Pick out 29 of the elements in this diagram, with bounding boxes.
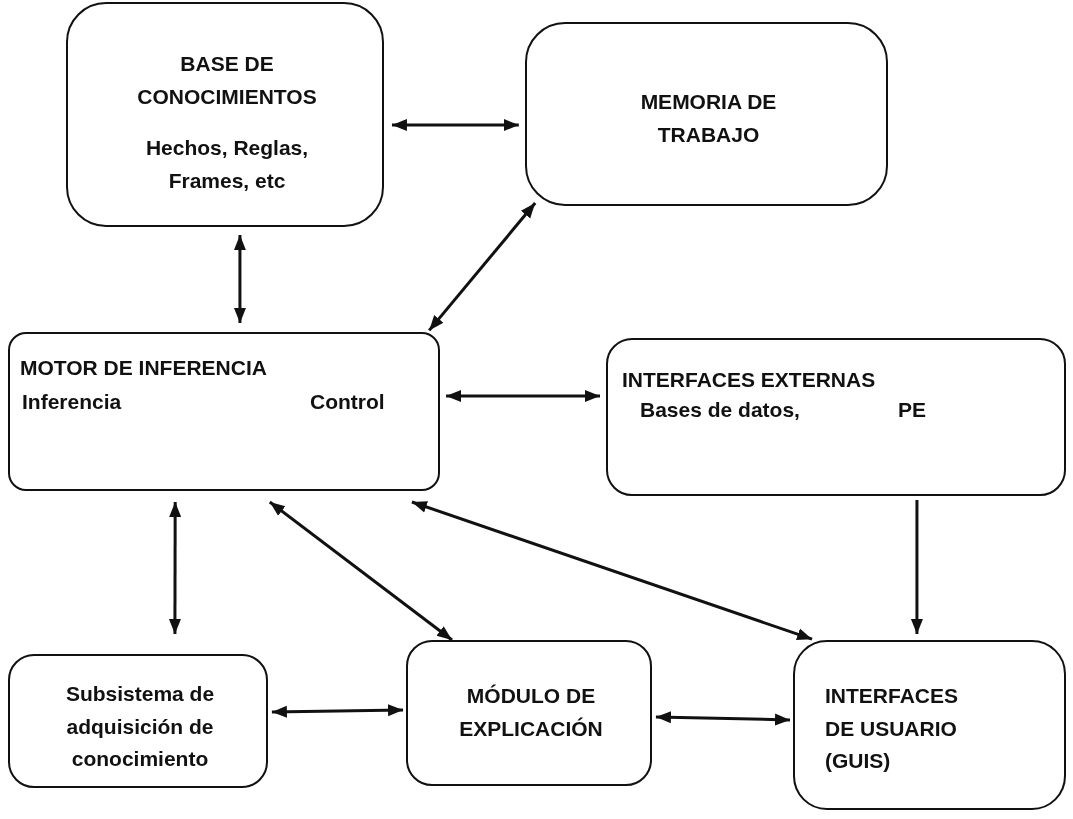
process-box [66,2,384,227]
arrow [233,235,246,323]
box-text: Bases de datos, [640,397,801,423]
process-box [606,338,1066,496]
arrow [168,501,182,635]
box-title: MOTOR DE INFERENCIA [20,355,268,381]
box-text: PE [898,397,927,423]
box-title: BASE DE CONOCIMIENTOS [136,51,318,110]
arrow [271,704,404,718]
process-box [525,22,888,206]
box-text: Inferencia [22,389,123,415]
box-title: MÓDULO DE EXPLICACIÓN [458,683,604,742]
arrow [391,119,519,132]
box-title: INTERFACES DE USUARIO (GUIS) [825,683,959,775]
process-box [406,640,652,786]
box-title: Subsistema de adquisición de conocimiento [64,681,216,773]
box-title: MEMORIA DE TRABAJO [639,89,778,148]
box-title: INTERFACES EXTERNAS [622,367,877,393]
arrow [655,711,791,726]
arrow [411,500,813,641]
process-box [8,332,440,491]
process-box [8,654,268,788]
arrow [428,202,537,332]
process-box [793,640,1066,810]
box-text: Hechos, Reglas, Frames, etc [144,135,310,194]
box-text: Control [310,389,386,415]
arrow [446,390,600,403]
arrow [268,500,453,642]
arrow [910,499,923,635]
